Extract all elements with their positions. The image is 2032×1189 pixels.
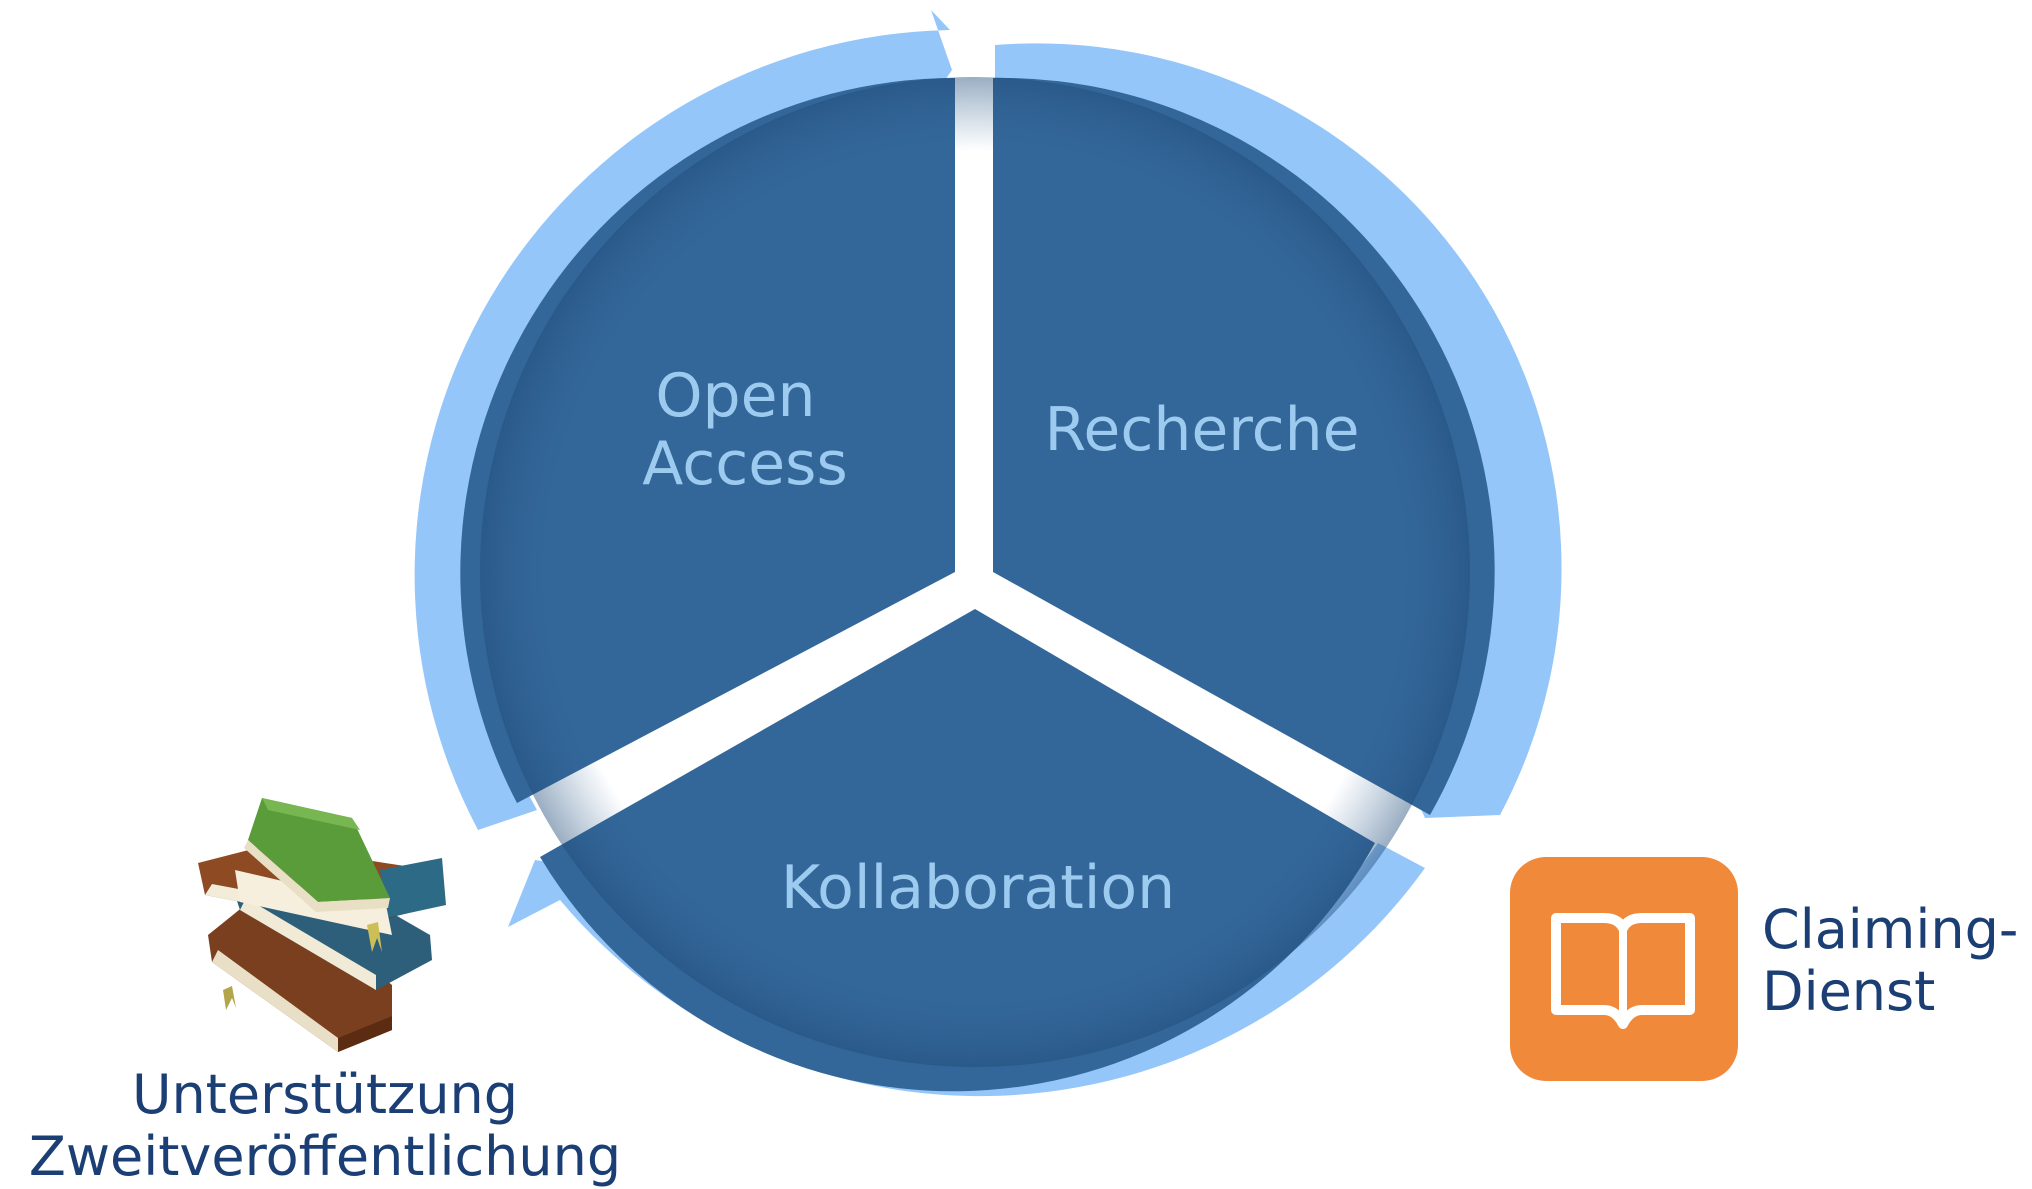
open-book-icon <box>1510 857 1738 1081</box>
claiming-service-label: Claiming- Dienst <box>1762 898 2019 1023</box>
secondary-publication-support-label: Unterstützung Zweitveröffentlichung <box>28 1063 622 1188</box>
segment-label-kollaboration: Kollaboration <box>781 853 1175 923</box>
segment-label-recherche: Recherche <box>1044 395 1359 465</box>
arrow-ring-to-recherche <box>414 10 953 830</box>
segment-label-open-access: Open Access <box>642 361 847 499</box>
books-stack-icon <box>198 798 446 1052</box>
